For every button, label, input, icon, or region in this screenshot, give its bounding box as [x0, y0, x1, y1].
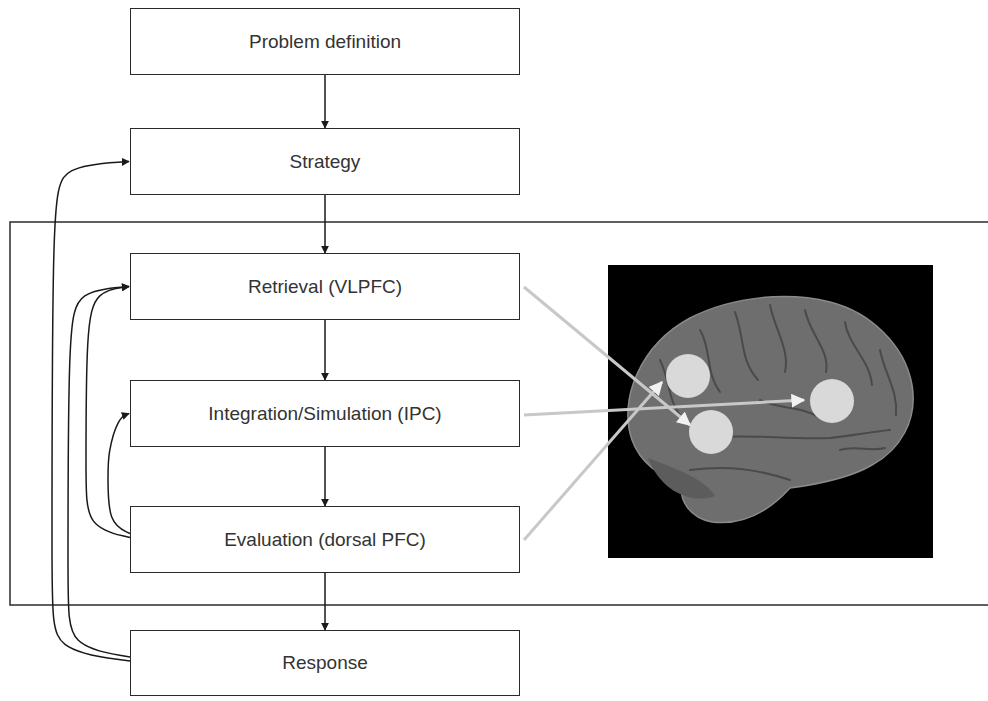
region-leaders: [524, 287, 804, 540]
flow-arrow: [324, 195, 326, 253]
leader-line: [524, 400, 804, 415]
flow-arrow: [68, 287, 130, 658]
process-box: Retrieval (VLPFC): [130, 253, 520, 320]
process-box: Response: [130, 630, 520, 696]
box-label: Integration/Simulation (IPC): [208, 403, 441, 425]
process-box: Problem definition: [130, 8, 520, 75]
box-label: Strategy: [290, 151, 361, 173]
flow-arrow: [108, 414, 130, 534]
process-box: Evaluation (dorsal PFC): [130, 506, 520, 573]
flow-arrow: [86, 287, 130, 538]
stage-frame: [10, 222, 988, 605]
process-box: Integration/Simulation (IPC): [130, 380, 520, 447]
box-label: Retrieval (VLPFC): [248, 276, 402, 298]
brain-panel: [608, 265, 933, 558]
box-label: Problem definition: [249, 31, 401, 53]
flow-arrow: [324, 573, 326, 630]
flow-arrow: [324, 320, 326, 380]
leader-line: [524, 287, 690, 425]
flow-arrow: [324, 447, 326, 506]
process-box: Strategy: [130, 128, 520, 195]
flow-arrow: [324, 75, 326, 128]
flow-arrow: [52, 162, 130, 662]
box-label: Evaluation (dorsal PFC): [224, 529, 426, 551]
leader-line: [524, 382, 662, 540]
box-label: Response: [282, 652, 368, 674]
